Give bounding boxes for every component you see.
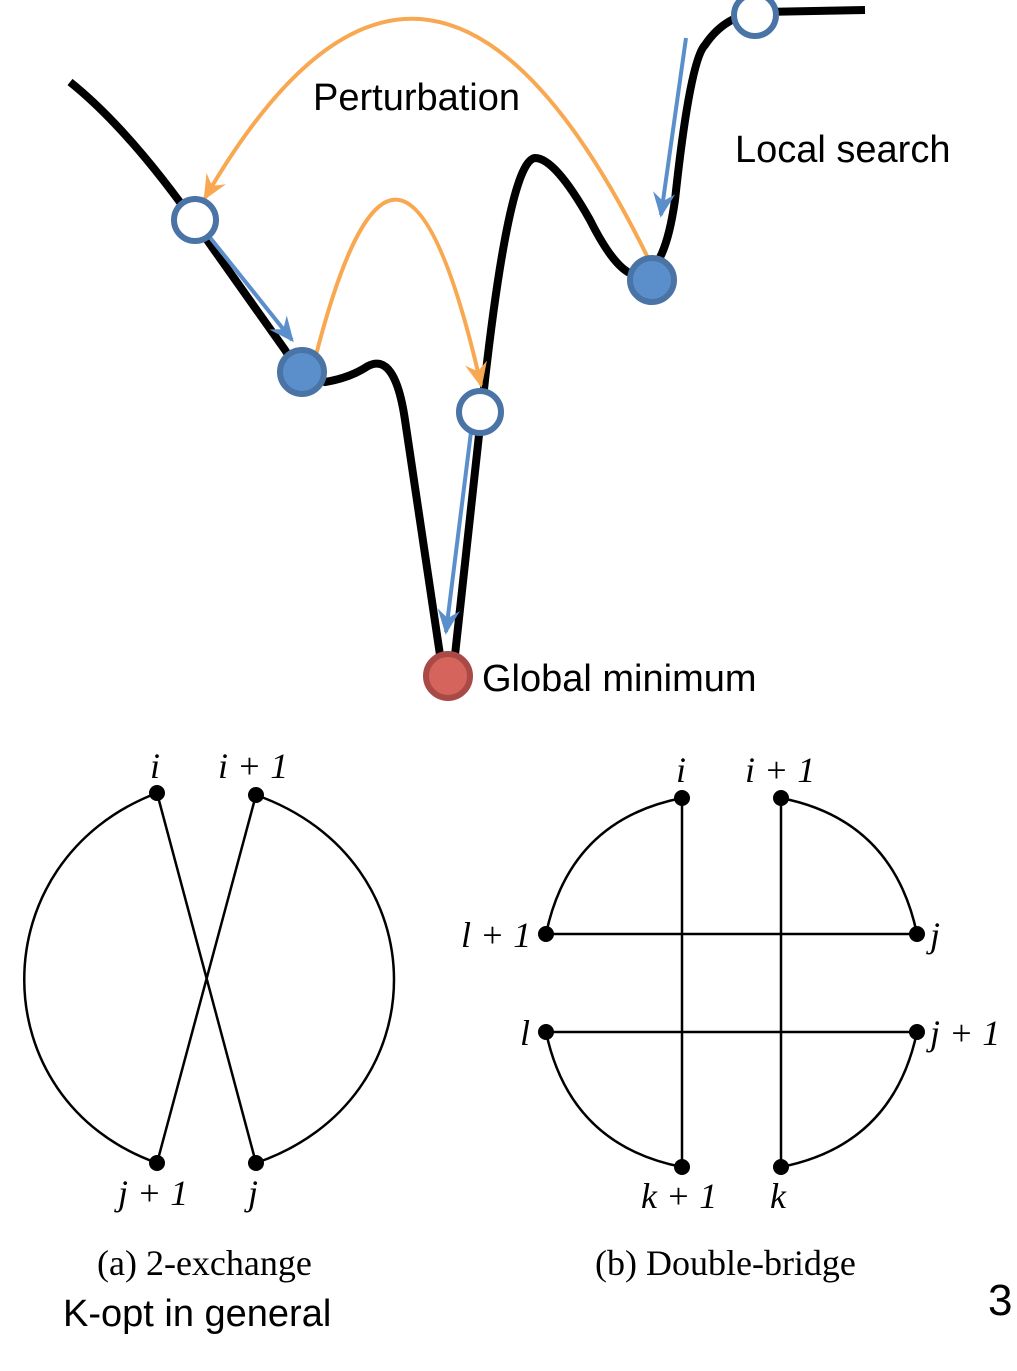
perturbation-arrow-small bbox=[314, 197, 487, 388]
global-minimum-label: Global minimum bbox=[482, 658, 757, 700]
tour-arc-left bbox=[23, 791, 158, 1165]
label-j-plus-1: j + 1 bbox=[114, 1173, 188, 1213]
local-minimum-node bbox=[627, 255, 677, 305]
label-i: i bbox=[150, 746, 160, 786]
node-j bbox=[248, 1155, 264, 1171]
label-j: j bbox=[244, 1173, 258, 1213]
node-k-plus-1 bbox=[674, 1159, 690, 1175]
node-i-plus-1 bbox=[248, 787, 264, 803]
k-opt-note: K-opt in general bbox=[63, 1293, 331, 1335]
tour-arc-right bbox=[255, 793, 396, 1165]
node-l bbox=[538, 1024, 554, 1040]
caption-a: (a) 2-exchange bbox=[97, 1243, 312, 1283]
tour-arc bbox=[780, 796, 919, 935]
double-bridge-diagram bbox=[538, 790, 925, 1175]
label-j: j bbox=[926, 915, 940, 955]
page-number: 3 bbox=[988, 1276, 1012, 1325]
label-l: l bbox=[520, 1013, 530, 1053]
label-i-plus-1: i + 1 bbox=[745, 750, 815, 790]
node-i bbox=[149, 785, 165, 801]
node-j-plus-1 bbox=[149, 1155, 165, 1171]
local-search-arrow-3 bbox=[437, 431, 473, 635]
local-search-arrow-2 bbox=[653, 37, 688, 218]
perturbation-arrow-large bbox=[203, 16, 652, 263]
node-i-plus-1 bbox=[773, 790, 789, 806]
tour-arc bbox=[544, 1031, 683, 1169]
node-l-plus-1 bbox=[538, 926, 554, 942]
local-search-label: Local search bbox=[735, 129, 950, 171]
tour-arc bbox=[544, 796, 683, 935]
node-i bbox=[674, 790, 690, 806]
label-i-plus-1: i + 1 bbox=[218, 746, 288, 786]
node-k bbox=[773, 1159, 789, 1175]
two-exchange-labels: i i + 1 j + 1 j (a) 2-exchange bbox=[97, 746, 312, 1283]
double-bridge-labels: i i + 1 l + 1 j l j + 1 k + 1 k (b) Doub… bbox=[461, 750, 1000, 1283]
exchange-edge bbox=[155, 794, 258, 1164]
node-j bbox=[909, 926, 925, 942]
label-j-plus-1: j + 1 bbox=[926, 1013, 1000, 1053]
energy-landscape: Perturbation Local search Global minimum bbox=[67, 0, 950, 701]
perturbation-label: Perturbation bbox=[313, 77, 520, 119]
start-node bbox=[456, 388, 504, 436]
global-minimum-node bbox=[423, 651, 473, 701]
two-exchange-diagram bbox=[23, 785, 396, 1171]
local-minimum-node bbox=[277, 347, 327, 397]
label-i: i bbox=[676, 750, 686, 790]
local-search-arrow-1 bbox=[206, 233, 294, 343]
node-j-plus-1 bbox=[909, 1024, 925, 1040]
label-k: k bbox=[770, 1176, 787, 1216]
caption-b: (b) Double-bridge bbox=[595, 1243, 856, 1283]
start-node bbox=[171, 196, 219, 244]
start-node bbox=[731, 0, 779, 39]
label-k-plus-1: k + 1 bbox=[641, 1176, 717, 1216]
tour-arc bbox=[780, 1031, 919, 1169]
label-l-plus-1: l + 1 bbox=[461, 915, 531, 955]
